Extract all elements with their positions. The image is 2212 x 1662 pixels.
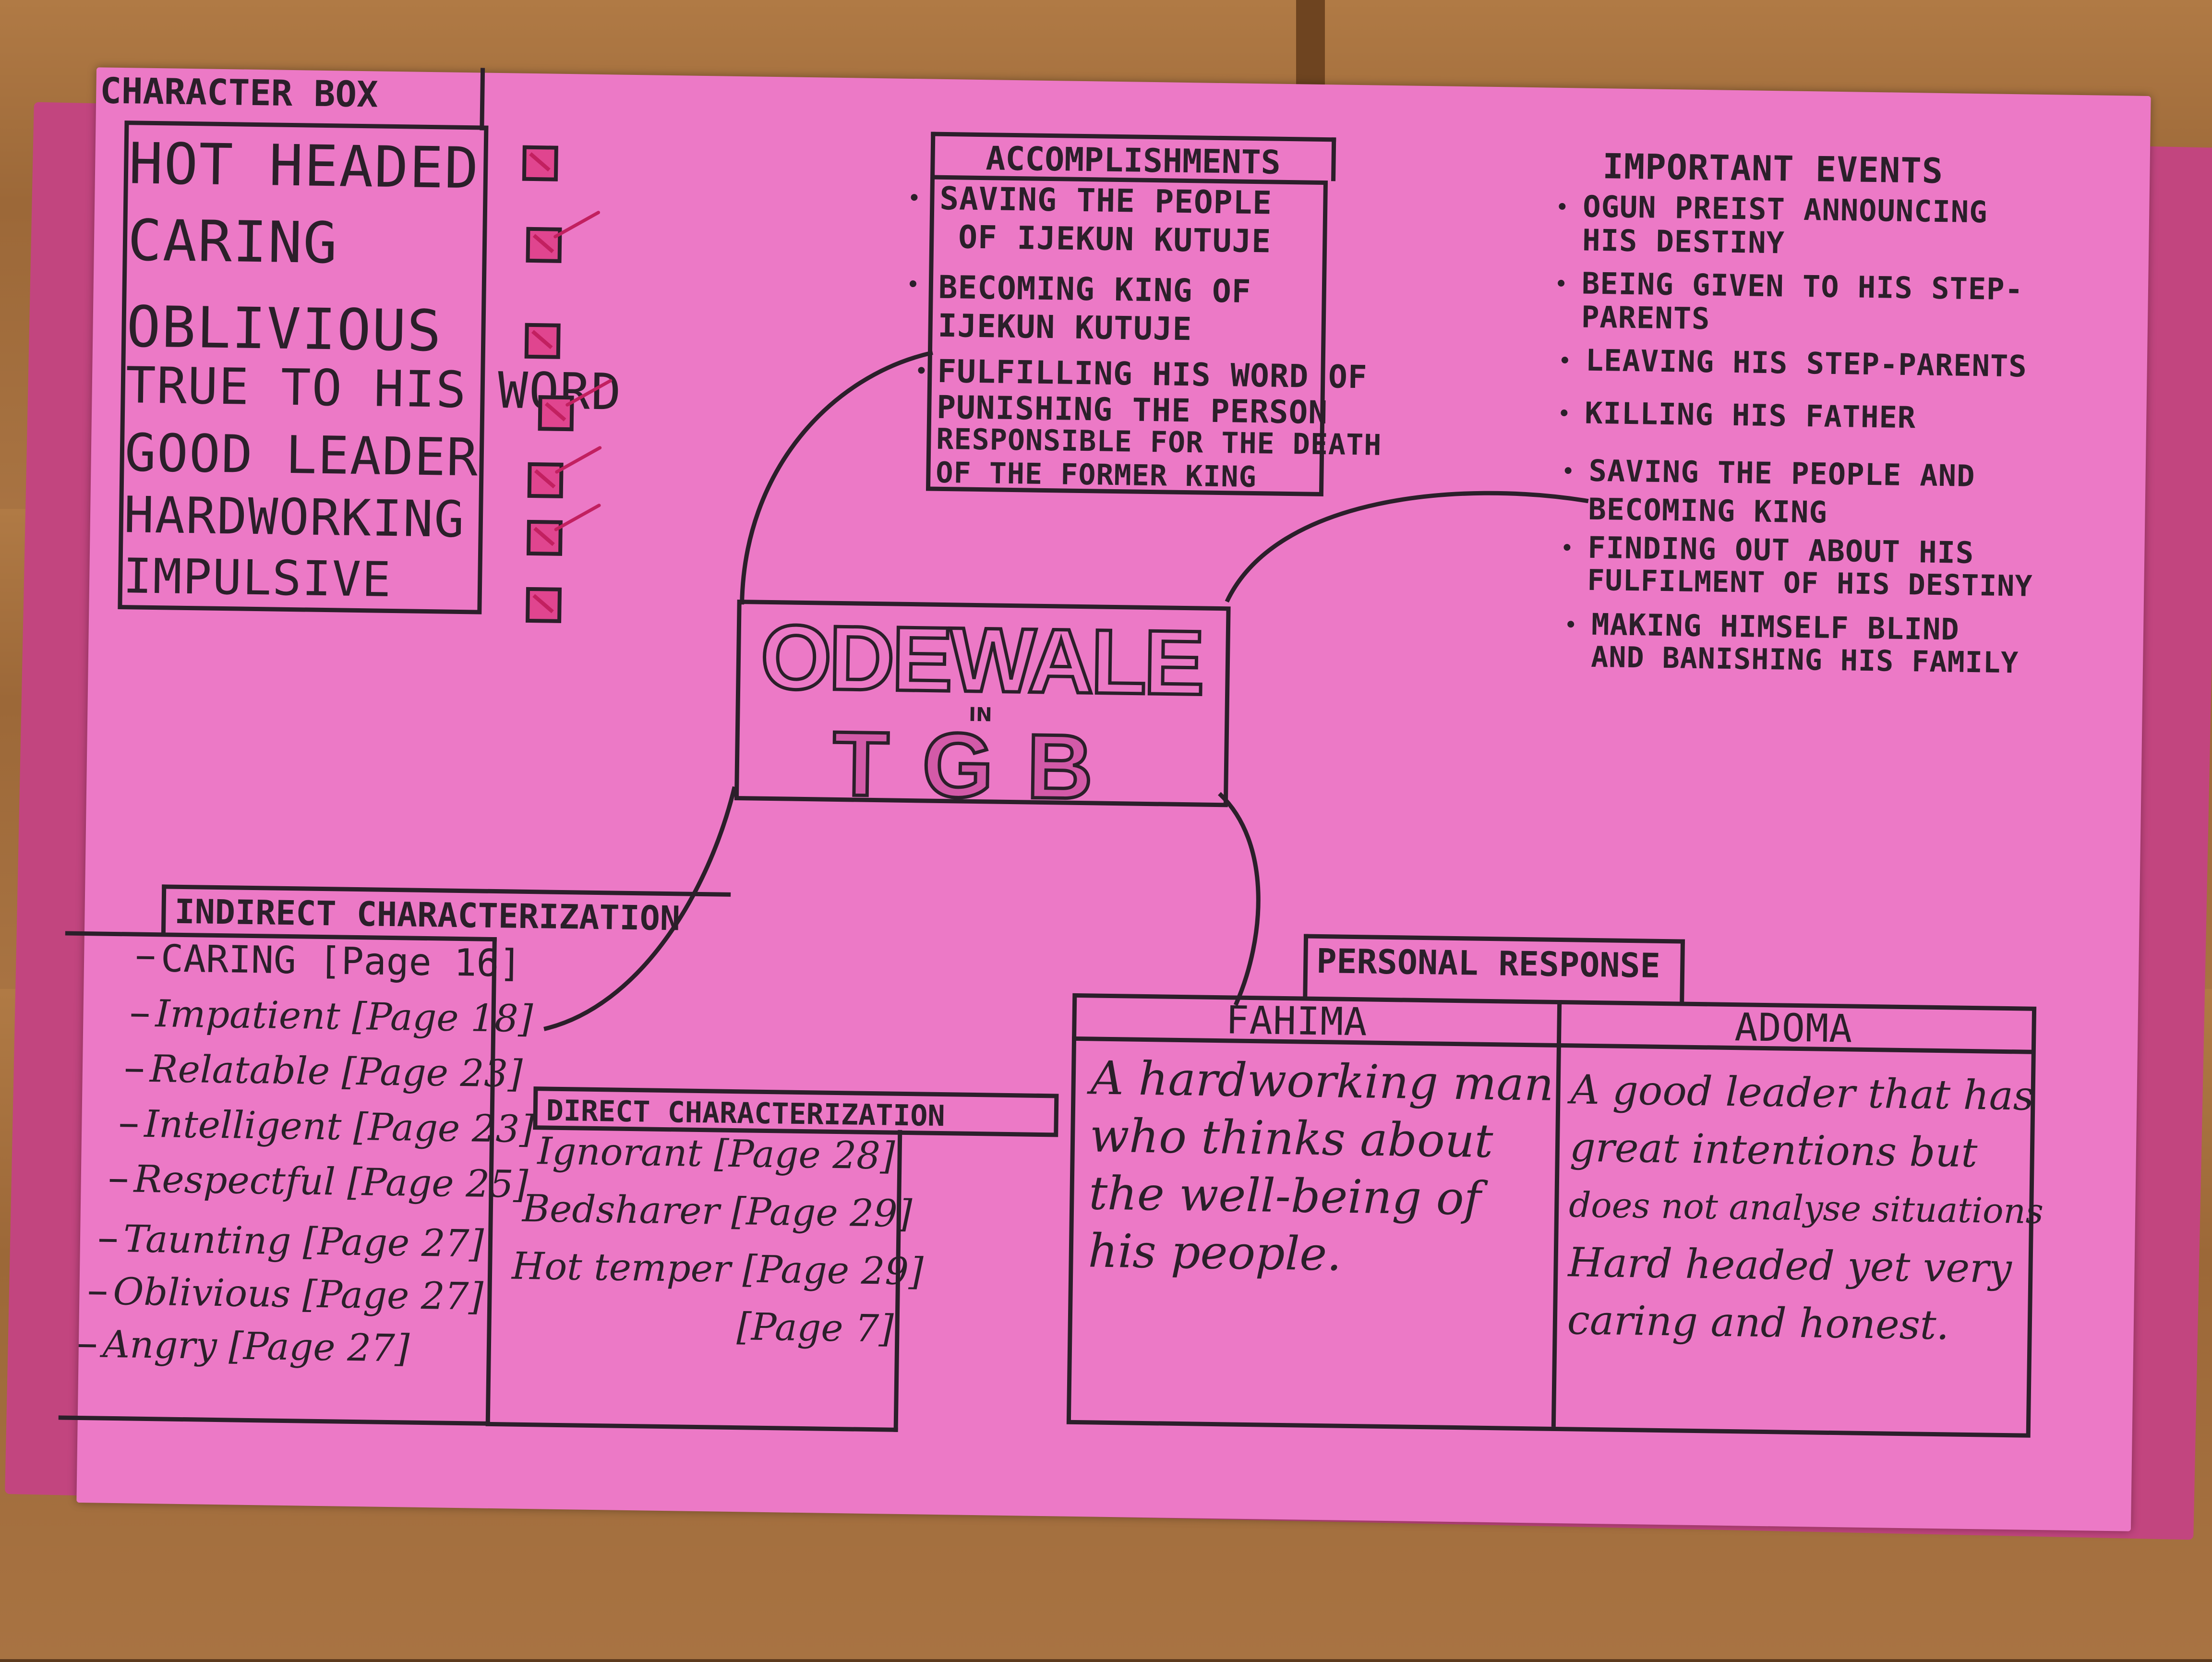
accomplishment-bullet-1: [911, 193, 918, 201]
indirect-dash: [99, 1239, 117, 1242]
event-line: KILLING HIS FATHER: [1584, 395, 1916, 435]
direct-item: Ignorant [Page 28]: [537, 1130, 895, 1178]
indirect-title: INDIRECT CHARACTERIZATION: [161, 884, 731, 941]
trait-hot-headed: HOT HEADED: [128, 130, 480, 202]
checkbox-impulsive: [526, 587, 562, 623]
event-bullet: [1561, 356, 1568, 364]
event-bullet: [1558, 279, 1565, 287]
direct-item: Hot temper [Page 29]: [511, 1244, 924, 1294]
checkbox-caring: [526, 227, 562, 263]
accomplishment-bullet-2: [909, 280, 917, 288]
indirect-dash: [125, 1069, 143, 1072]
indirect-dash: [120, 1124, 138, 1127]
event-line: FULFILMENT OF HIS DESTINY: [1587, 563, 2033, 603]
trait-impulsive: IMPULSIVE: [122, 548, 392, 608]
character-box-title: CHARACTER BOX: [99, 70, 379, 116]
event-bullet: [1567, 621, 1575, 628]
indirect-dash: [137, 956, 155, 960]
trait-good-leader: GOOD LEADER: [124, 423, 479, 488]
personal-response-title: PERSONAL RESPONSE: [1303, 934, 1685, 1002]
event-line: AND BANISHING HIS FAMILY: [1590, 640, 2019, 680]
event-line: LEAVING HIS STEP-PARENTS: [1585, 342, 2028, 384]
indirect-item: Relatable [Page 23]: [149, 1048, 523, 1096]
character-box-right-edge: [480, 68, 485, 131]
event-line: BECOMING KING: [1588, 491, 1828, 530]
event-bullet: [1564, 467, 1572, 474]
checkbox-good-leader: [527, 462, 564, 498]
trait-hardworking: HARDWORKING: [123, 485, 466, 549]
trait-caring: CARING: [127, 207, 339, 277]
event-line: PARENTS: [1581, 299, 1710, 337]
checkbox-hardworking: [526, 519, 563, 556]
center-name: ODEWALE: [758, 604, 1204, 716]
event-line: SAVING THE PEOPLE AND: [1588, 453, 1975, 494]
adoma-name: ADOMA: [1734, 1005, 1853, 1051]
connector-lines: [543, 350, 1589, 1031]
important-events-title: IMPORTANT EVENTS: [1602, 146, 1944, 191]
checkbox-hot-headed: [522, 145, 558, 181]
direct-item: [Page 7]: [736, 1305, 894, 1351]
indirect-item: Intelligent [Page 23]: [144, 1102, 535, 1152]
indirect-item: Oblivious [Page 27]: [112, 1270, 484, 1319]
accomplishment-line: OF THE FORMER KING: [935, 456, 1257, 494]
accomplishment-line: IJEKUN KUTUJE: [938, 307, 1192, 348]
event-bullet: [1563, 544, 1571, 551]
indirect-item: Impatient [Page 18]: [155, 992, 533, 1041]
accomplishment-line: SAVING THE PEOPLE: [939, 180, 1273, 222]
fahima-line: his people.: [1088, 1224, 1342, 1281]
event-line: HIS DESTINY: [1582, 222, 1785, 261]
indirect-item: Respectful [Page 25]: [133, 1157, 529, 1207]
accomplishments-title: ACCOMPLISHMENTS: [930, 132, 1336, 182]
indirect-dash: [89, 1291, 107, 1295]
indirect-item: Angry [Page 27]: [102, 1323, 410, 1371]
adoma-line: caring and honest.: [1567, 1296, 1949, 1349]
accomplishment-line: BECOMING KING OF: [938, 268, 1252, 310]
fahima-name: FAHIMA: [1225, 998, 1368, 1045]
trait-oblivious: OBLIVIOUS: [126, 293, 443, 364]
accomplishment-line: RESPONSIBLE FOR THE DEATH: [936, 422, 1382, 462]
checkbox-oblivious: [524, 323, 561, 359]
direct-item: Bedsharer [Page 29]: [522, 1187, 913, 1236]
checkbox-true-to-his-word: [538, 395, 574, 432]
indirect-dash: [131, 1013, 149, 1017]
center-book: TGB: [830, 711, 1129, 820]
indirect-dash: [109, 1179, 127, 1182]
accomplishment-line: OF IJEKUN KUTUJE: [958, 218, 1272, 260]
poster-paper: CHARACTER BOX HOT HEADED CARING OBLIVIOU…: [58, 67, 2151, 1531]
indirect-item: Taunting [Page 27]: [123, 1217, 484, 1266]
event-bullet: [1559, 203, 1566, 210]
indirect-item: CARING [Page 16]: [160, 937, 522, 986]
indirect-dash: [78, 1344, 96, 1348]
